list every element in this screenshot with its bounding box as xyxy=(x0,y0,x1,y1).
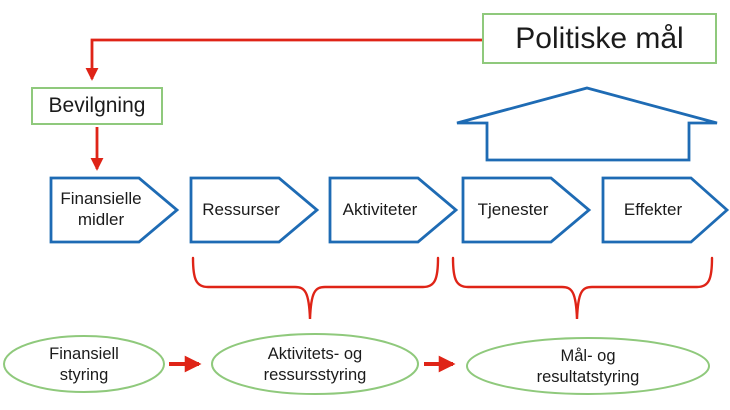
chevron-effekter xyxy=(601,176,730,244)
ellipse-label-aktivitets-og-ressursstyring: Aktivitets- og ressursstyring xyxy=(263,345,367,384)
chevron-label-finansielle-midler: Finansielle midler xyxy=(60,189,142,229)
arrow-politiske-mal-to-bevilgning xyxy=(85,38,482,81)
ellipse-label-mal-og-resultatstyring: Mål- og resultatstyring xyxy=(536,347,640,386)
chevron-label-ressurser: Ressurser xyxy=(202,199,280,219)
politiske-mal-box: Politiske mål xyxy=(482,13,717,64)
up-arrow-feedback-shape xyxy=(456,86,718,162)
chevron-label-effekter: Effekter xyxy=(623,199,683,219)
chevron-aktiviteter xyxy=(328,176,459,244)
chevron-ressurser xyxy=(189,176,320,244)
chevron-tjenester xyxy=(461,176,592,244)
ellipse-finansiell-styring xyxy=(3,335,165,393)
bevilgning-label: Bevilgning xyxy=(48,94,146,117)
brace-mal-og-resultatstyring xyxy=(451,256,714,320)
ellipse-aktivitets-og-ressursstyring xyxy=(211,333,419,395)
ellipse-label-finansiell-styring: Finansiell styring xyxy=(49,345,119,384)
brace-aktivitets-og-ressursstyring xyxy=(191,256,440,320)
chevron-label-aktiviteter: Aktiviteter xyxy=(342,199,418,219)
politiske-mal-label: Politiske mål xyxy=(515,21,684,55)
chevron-finansielle-midler xyxy=(49,176,180,244)
chevron-label-tjenester: Tjenester xyxy=(477,199,549,219)
ellipse-mal-og-resultatstyring xyxy=(466,337,710,395)
bevilgning-box: Bevilgning xyxy=(31,87,163,125)
